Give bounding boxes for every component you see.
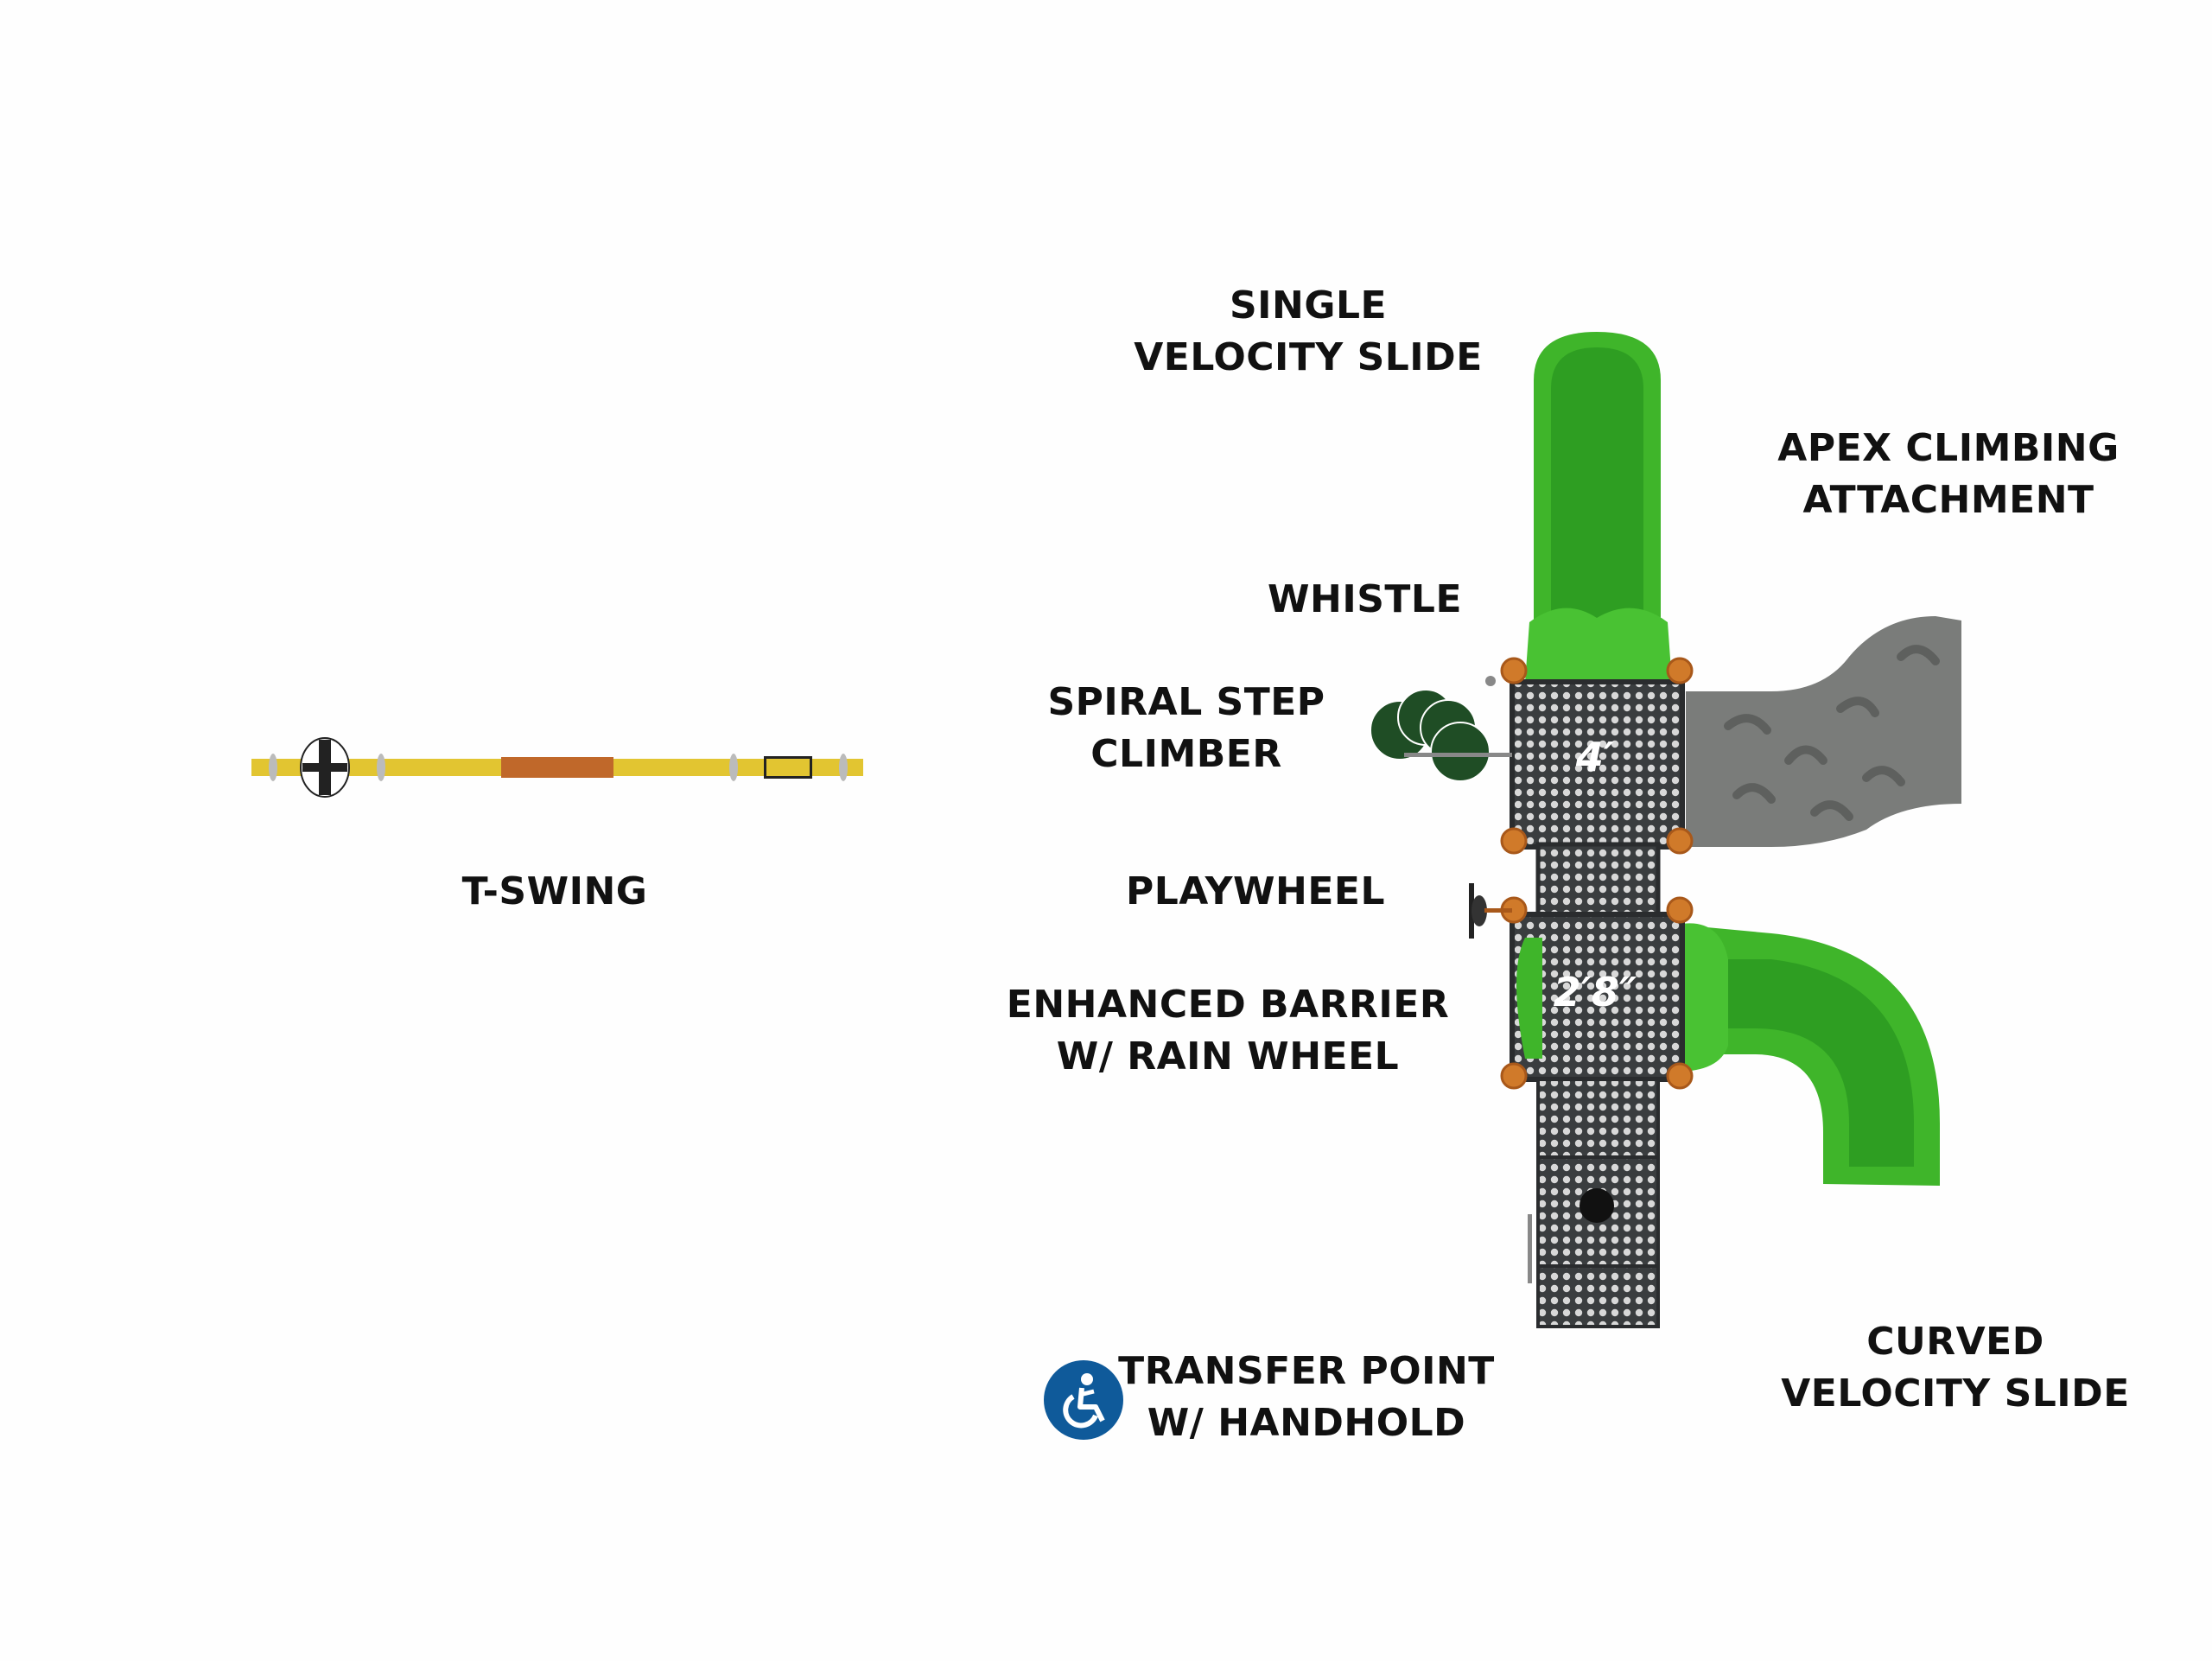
curved-velocity-slide <box>1676 923 1940 1186</box>
spiral-step-climber <box>1370 676 1512 782</box>
deck-structure <box>1500 657 1694 1328</box>
single-velocity-slide <box>1525 332 1672 683</box>
upper-deck-height: 4′ <box>1575 734 1615 780</box>
label-playwheel: PLAYWHEEL <box>1126 869 1385 913</box>
apex-climbing-attachment <box>1686 616 1961 847</box>
label-whistle: WHISTLE <box>1267 577 1462 621</box>
playwheel <box>1469 883 1512 939</box>
wheelchair-accessible-icon <box>1044 1360 1123 1440</box>
whistle-icon <box>1485 676 1496 686</box>
lower-deck-height: 2′8″ <box>1553 969 1637 1015</box>
t-swing <box>251 737 863 798</box>
label-t-swing: T-SWING <box>461 869 648 913</box>
